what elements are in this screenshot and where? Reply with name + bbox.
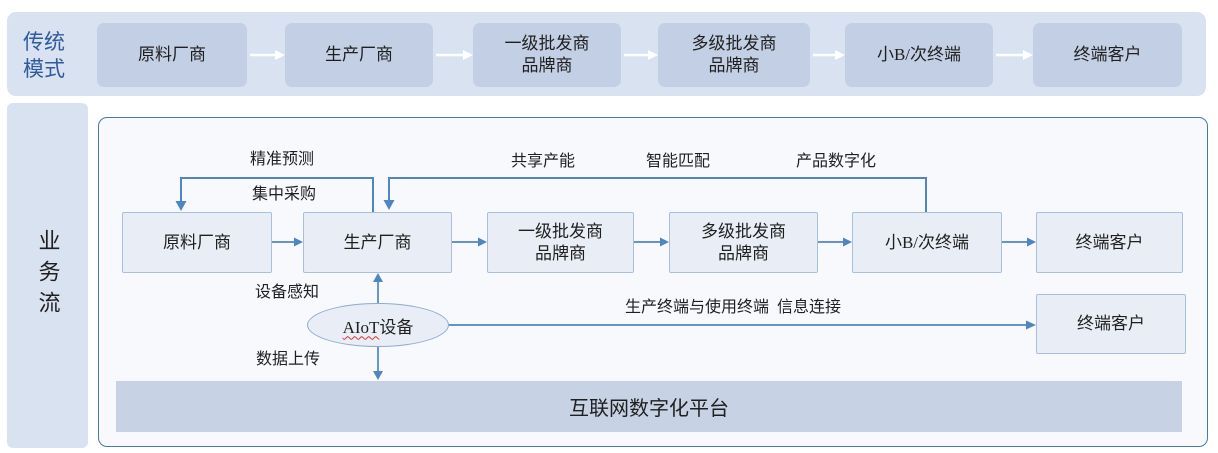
business-flow-label: 业务流 [35,229,61,322]
flow-node-multitier-wholesaler: 多级批发商 品牌商 [669,212,818,273]
annotation-forecast: 精准预测 [249,151,315,168]
annotation-data-upload: 数据上传 [255,351,321,368]
internet-platform-label: 互联网数字化平台 [569,398,729,420]
top-node-multitier-wholesaler: 多级批发商 品牌商 [658,23,810,87]
flow-node-end-customer-2: 终端客户 [1036,294,1186,354]
top-node-end-customer-label: 终端客户 [1073,45,1142,64]
flow-node-small-b-terminal: 小B/次终端 [852,212,1002,273]
top-node-raw-material: 原料厂商 [97,23,247,87]
aiot-device-label-cjk: 设备 [379,317,414,337]
annotation-procurement: 集中采购 [251,186,317,203]
annotation-digitization: 产品数字化 [795,153,877,170]
flow-node-end-customer: 终端客户 [1036,212,1183,273]
flow-node-raw-material-label: 原料厂商 [163,232,231,252]
top-node-small-b-terminal-label: 小B/次终端 [876,45,962,64]
internet-platform-bar: 互联网数字化平台 [116,381,1182,432]
top-node-tier1-wholesaler: 一级批发商 品牌商 [473,23,621,87]
top-node-manufacturer: 生产厂商 [285,23,433,87]
flow-node-manufacturer: 生产厂商 [303,212,452,273]
flow-node-tier1-wholesaler-label: 一级批发商 品牌商 [518,221,603,263]
flow-node-end-customer-label: 终端客户 [1075,232,1144,252]
flow-node-end-customer-2-label: 终端客户 [1077,314,1145,333]
flow-node-raw-material: 原料厂商 [122,212,272,273]
top-node-tier1-wholesaler-label: 一级批发商 品牌商 [504,34,590,75]
aiot-device-label: AIoT设备 [343,313,414,338]
aiot-device-label-latin: AIoT [342,317,380,337]
business-flow-sidebar: 业务流 [7,103,88,448]
annotation-terminal-link: 生产终端与使用终端 信息连接 [624,299,842,316]
top-node-small-b-terminal: 小B/次终端 [845,23,993,87]
traditional-mode-label: 传统 模式 [23,30,65,81]
top-node-multitier-wholesaler-label: 多级批发商 品牌商 [691,34,777,75]
annotation-capacity: 共享产能 [510,153,576,170]
flow-node-manufacturer-label: 生产厂商 [343,232,412,252]
annotation-matching: 智能匹配 [645,153,711,170]
top-node-end-customer: 终端客户 [1033,23,1182,87]
flow-node-multitier-wholesaler-label: 多级批发商 品牌商 [701,221,786,263]
aiot-device-node: AIoT设备 [307,303,449,347]
top-node-raw-material-label: 原料厂商 [138,45,206,64]
flow-node-tier1-wholesaler: 一级批发商 品牌商 [487,212,634,273]
annotation-device-sensing: 设备感知 [254,284,320,301]
flow-node-small-b-terminal-label: 小B/次终端 [884,232,970,252]
top-node-manufacturer-label: 生产厂商 [325,45,393,64]
